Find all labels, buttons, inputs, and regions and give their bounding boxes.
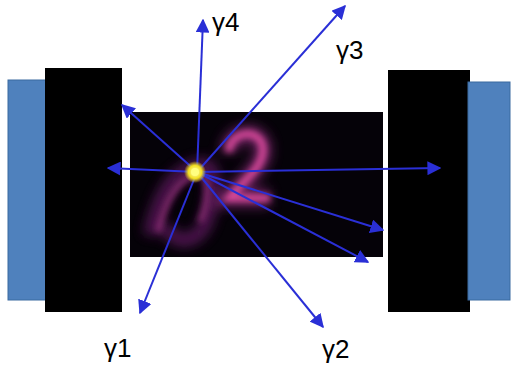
detector-crystal [8,80,48,300]
source-point [184,161,206,183]
detector-block [45,68,122,312]
gamma-label: γ3 [336,36,363,65]
gamma-rays [108,6,440,327]
gamma-label: γ1 [104,334,131,363]
image-figure [158,134,270,232]
gamma-label: γ4 [212,8,239,37]
detector-block [388,70,470,312]
source-core [191,168,199,176]
detector-crystal [468,82,510,300]
reconstructed-image [130,112,383,257]
gamma-label: γ2 [322,335,349,364]
